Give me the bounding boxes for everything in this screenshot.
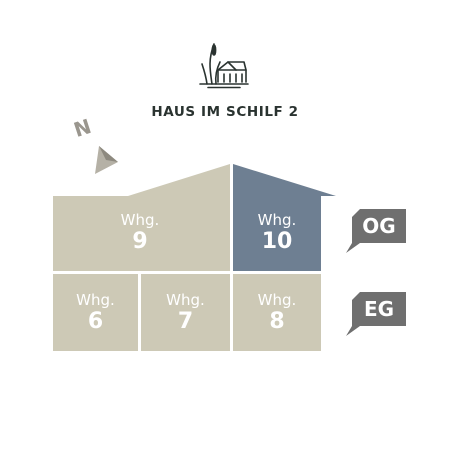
unit-8-shape[interactable]	[233, 274, 321, 351]
page-title: HAUS IM SCHILF 2	[151, 104, 299, 120]
unit-10-shape[interactable]	[233, 164, 336, 271]
unit-7-label[interactable]: Whg. 7	[141, 291, 230, 335]
floor-tag-og: OG	[362, 214, 396, 238]
unit-9-label[interactable]: Whg. 9	[96, 211, 184, 255]
unit-9-prefix: Whg.	[120, 211, 160, 229]
unit-6-label[interactable]: Whg. 6	[53, 291, 138, 335]
unit-6-number: 6	[87, 309, 104, 334]
unit-7-prefix: Whg.	[166, 291, 205, 309]
unit-9-number: 9	[132, 229, 148, 254]
north-arrow-icon	[95, 146, 118, 174]
house-reeds-logo-icon	[199, 43, 249, 89]
unit-8-prefix: Whg.	[257, 291, 297, 309]
unit-8-label[interactable]: Whg. 8	[233, 291, 321, 335]
unit-10-prefix: Whg.	[257, 211, 297, 229]
unit-8-number: 8	[269, 309, 285, 334]
floor-tag-eg-shape	[346, 292, 406, 336]
unit-6-prefix: Whg.	[76, 291, 115, 309]
unit-9-shape[interactable]	[53, 164, 230, 271]
unit-10-label[interactable]: Whg. 10	[233, 211, 321, 255]
floor-tag-og-shape	[346, 209, 406, 253]
unit-7-shape[interactable]	[141, 274, 230, 351]
floor-tag-eg: EG	[363, 297, 395, 321]
unit-6-shape[interactable]	[53, 274, 138, 351]
unit-7-number: 7	[177, 309, 194, 334]
unit-10-number: 10	[261, 229, 293, 254]
